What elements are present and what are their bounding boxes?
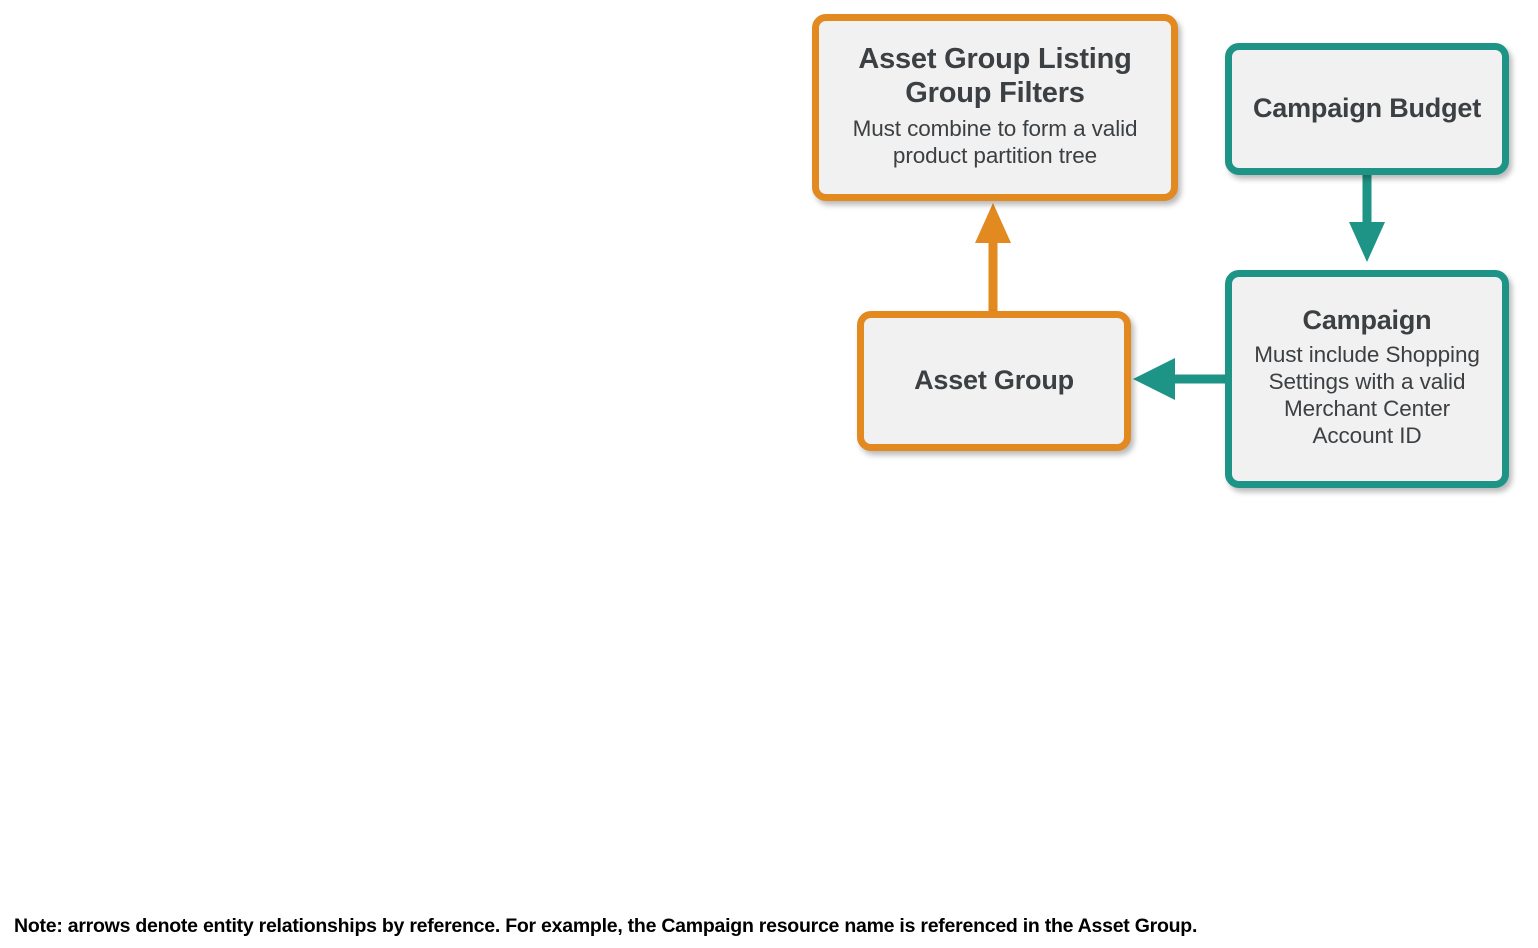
- edge-campaign-to-asset-group: [1133, 358, 1225, 400]
- node-subtitle: Must include Shopping Settings with a va…: [1254, 342, 1480, 449]
- node-title: Asset Group: [914, 365, 1074, 396]
- node-title: Campaign Budget: [1252, 93, 1481, 124]
- node-campaign[interactable]: Campaign Must include Shopping Settings …: [1225, 270, 1509, 488]
- node-subtitle: Must combine to form a valid product par…: [852, 116, 1138, 169]
- node-asset-group[interactable]: Asset Group: [857, 311, 1131, 451]
- footer-note: Note: arrows denote entity relationships…: [14, 915, 1198, 937]
- arrowhead-down-teal: [1349, 222, 1385, 262]
- arrowhead-left-teal: [1133, 358, 1175, 400]
- edge-asset-group-to-filters: [975, 203, 1011, 311]
- node-title: Campaign: [1302, 304, 1432, 335]
- edge-budget-to-campaign: [1349, 175, 1385, 262]
- node-title: Asset Group Listing Group Filters: [858, 42, 1132, 109]
- node-asset-group-listing-group-filters[interactable]: Asset Group Listing Group Filters Must c…: [812, 14, 1178, 201]
- arrowhead-up-orange: [975, 203, 1011, 243]
- node-campaign-budget[interactable]: Campaign Budget: [1225, 43, 1509, 175]
